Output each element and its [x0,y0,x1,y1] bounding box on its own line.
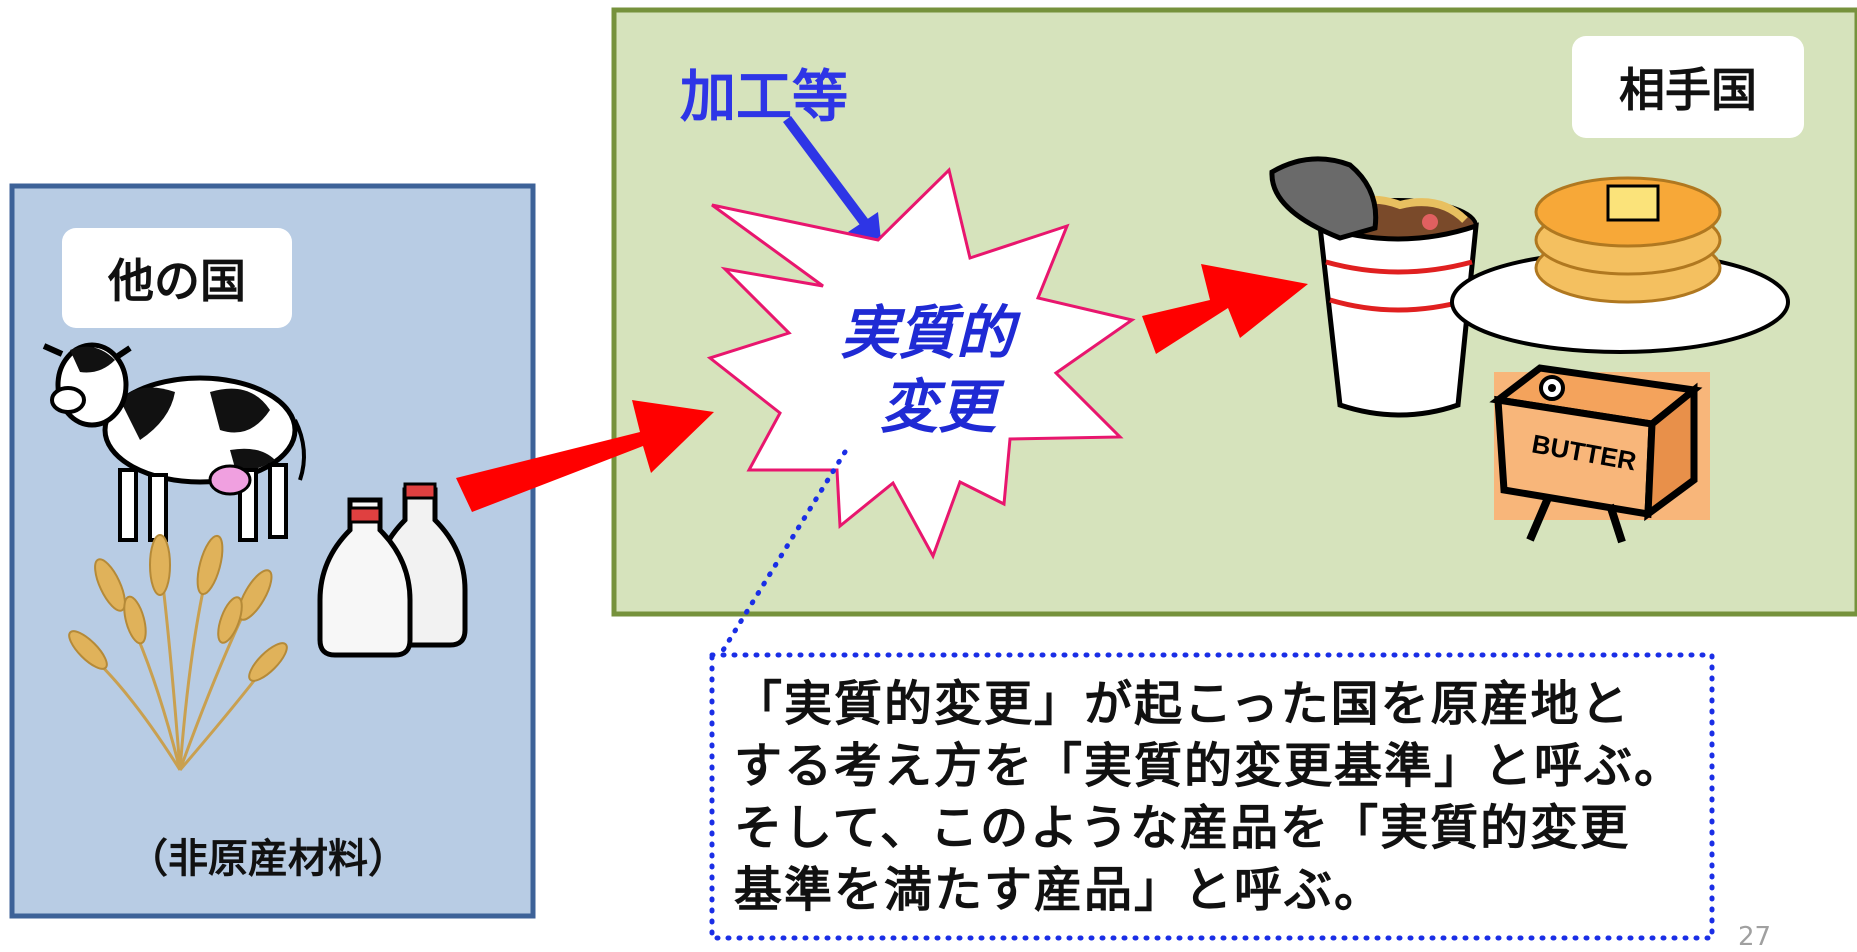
explanation-line: 「実質的変更」が起こった国を原産地と [734,676,1631,732]
explanation-line: そして、このような産品を「実質的変更 [734,800,1631,856]
explanation-box: 「実質的変更」が起こった国を原産地と する考え方を「実質的変更基準」と呼ぶ。 そ… [710,653,1712,939]
explanation-line: する考え方を「実質的変更基準」と呼ぶ。 [734,738,1685,794]
explanation-connector [719,449,848,655]
pancakes-icon [1450,176,1790,354]
arrow-to-products [1142,264,1308,354]
other-country-label: 他の国 [62,228,292,328]
page-number: 27 [1738,922,1772,952]
substantial-change-text-line1: 実質的 [840,299,1015,367]
substantial-change-burst [706,167,1136,560]
explanation-line: 基準を満たす産品」と呼ぶ。 [734,862,1385,918]
substantial-change-text-line2: 変更 [880,373,997,441]
wheat-icon [68,534,288,771]
milk-bottles-icon [317,482,468,658]
processing-label: 加工等 [680,65,848,130]
cup-noodle-icon [1269,156,1479,418]
cow-icon [42,342,306,542]
butter-box-icon: BUTTER [1489,364,1710,544]
non-origin-materials-label: （非原産材料） [128,836,408,882]
arrow-to-processing [456,400,714,512]
explanation-frame [709,652,1715,941]
partner-country-label: 相手国 [1572,36,1804,138]
